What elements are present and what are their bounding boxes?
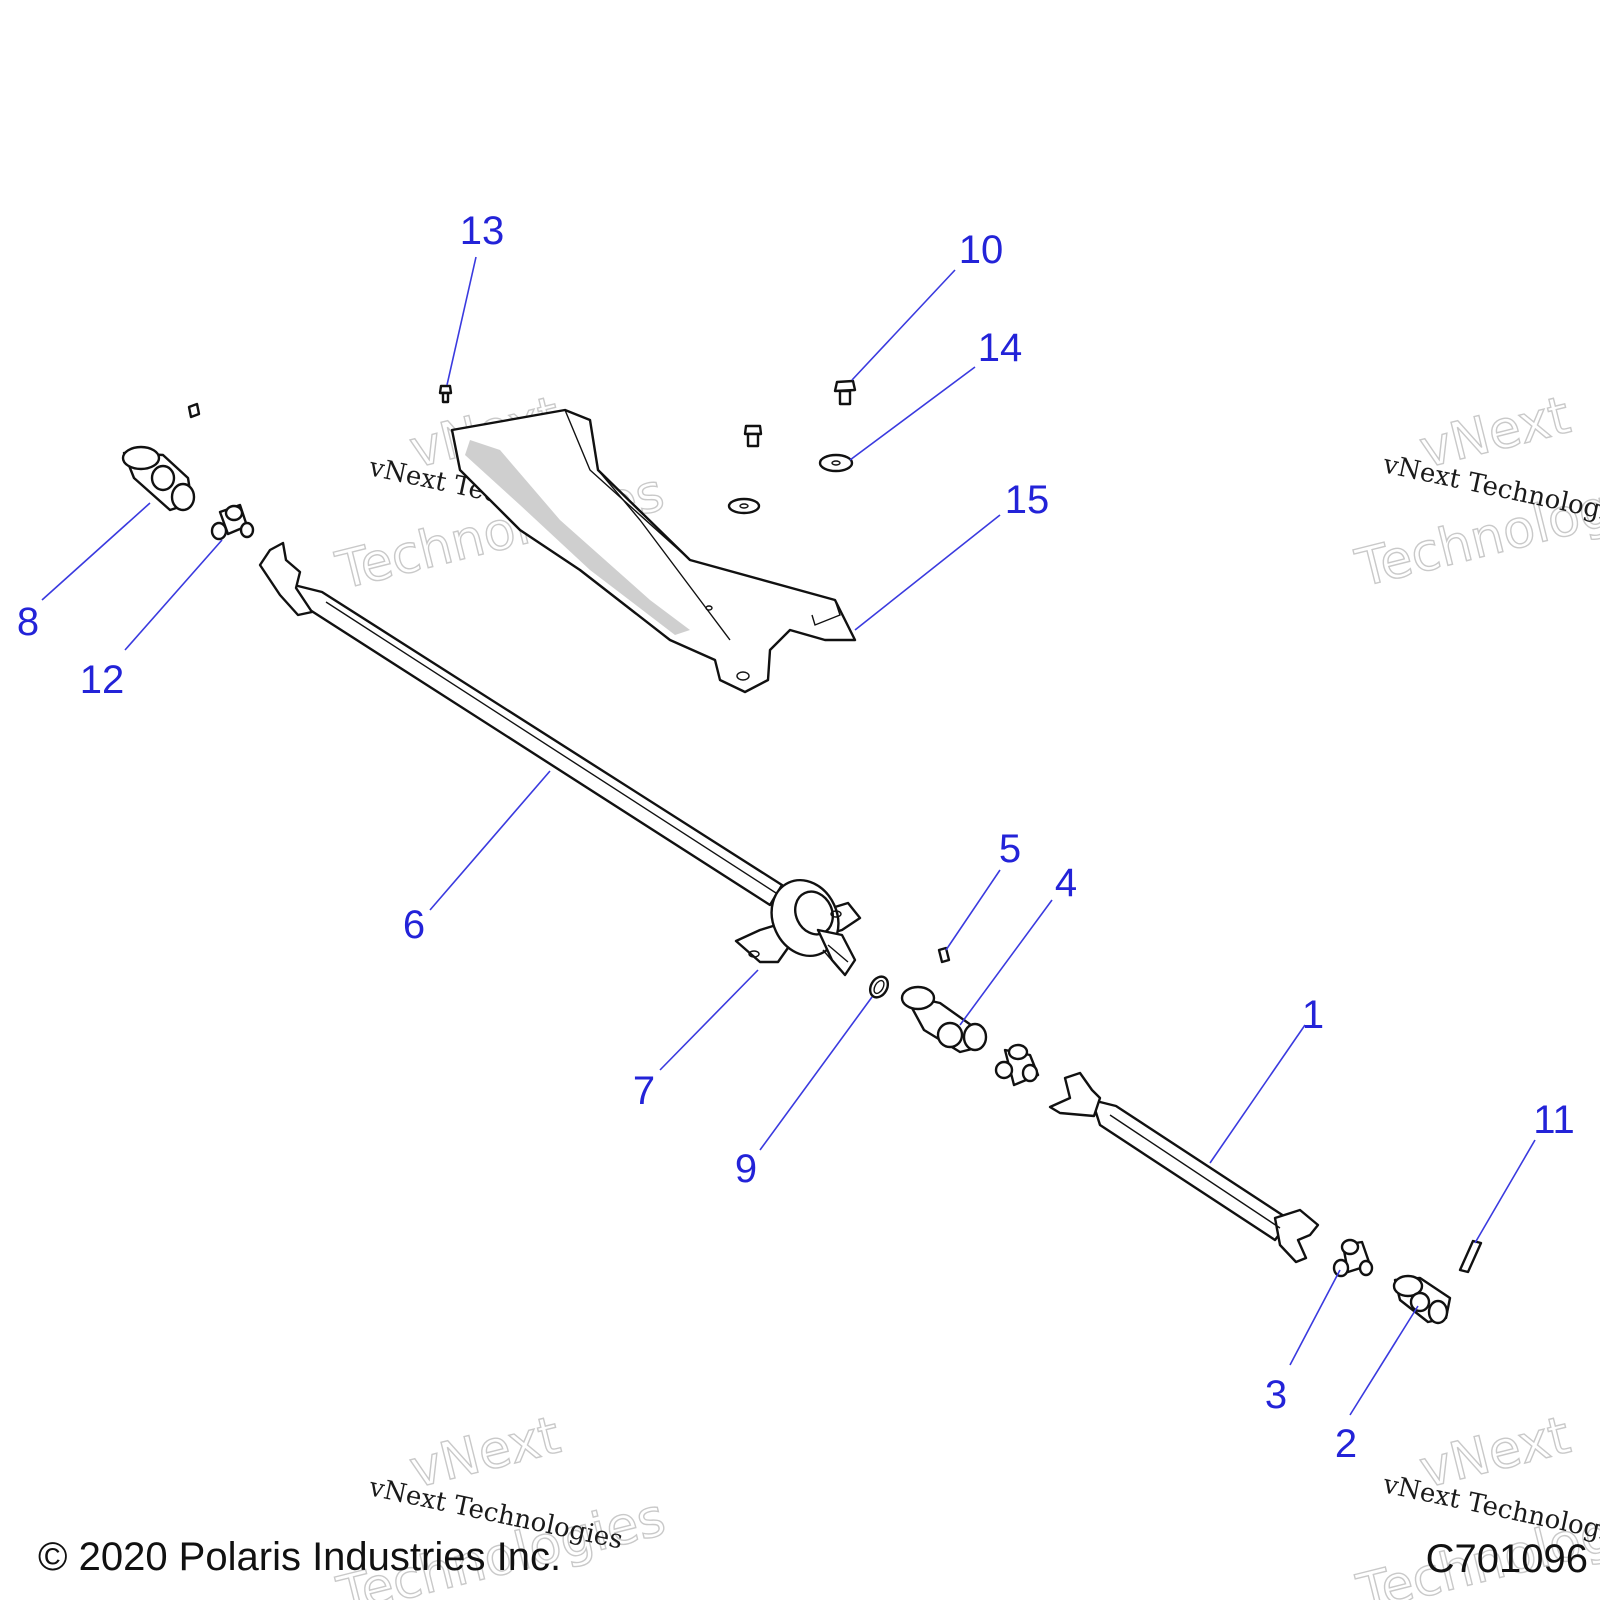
- part-ujoint-12: [210, 503, 255, 541]
- callout-13: 13: [460, 209, 505, 253]
- leader-1: [1209, 1024, 1306, 1164]
- callout-5: 5: [999, 827, 1021, 871]
- callout-labels: 1 2 3 4 5 6 7 8 9 10 11 12 13 14 15: [17, 209, 1575, 1466]
- part-slip-yoke-8: [121, 445, 196, 512]
- leader-13: [446, 256, 477, 386]
- leader-lines: [41, 256, 1536, 1416]
- diagram-code: C701096: [1426, 1537, 1588, 1581]
- callout-6: 6: [403, 903, 425, 947]
- leader-12: [124, 539, 223, 651]
- part-set-screw-top: [187, 402, 201, 419]
- part-bolt-13: [438, 384, 453, 404]
- leader-14: [849, 366, 976, 461]
- callout-7: 7: [633, 1069, 655, 1113]
- leader-5: [945, 869, 1001, 951]
- callout-10: 10: [959, 228, 1004, 272]
- copyright-notice: © 2020 Polaris Industries Inc.: [38, 1535, 561, 1579]
- leader-6: [429, 770, 551, 911]
- part-snap-ring-9: [868, 975, 890, 999]
- callout-12: 12: [80, 658, 125, 702]
- callout-9: 9: [735, 1147, 757, 1191]
- part-driveshaft-1: [1048, 1071, 1320, 1264]
- part-cover-shield: [450, 408, 857, 694]
- part-driveshaft-6: [258, 541, 784, 907]
- callout-2: 2: [1335, 1422, 1357, 1466]
- part-bolt-10: [743, 379, 857, 448]
- leader-11: [1474, 1139, 1536, 1244]
- part-slip-yoke-4: [900, 985, 988, 1054]
- callout-4: 4: [1055, 861, 1077, 905]
- callout-1: 1: [1302, 993, 1324, 1037]
- part-center-bearing-7: [734, 878, 862, 977]
- leader-10: [851, 269, 956, 381]
- leader-4: [959, 899, 1053, 1026]
- callout-15: 15: [1005, 478, 1050, 522]
- callout-14: 14: [978, 326, 1023, 370]
- leader-3: [1289, 1269, 1341, 1366]
- part-washer-14: [727, 453, 854, 515]
- part-ujoint-3: [1332, 1238, 1374, 1278]
- part-yoke-2: [1392, 1274, 1452, 1325]
- callout-3: 3: [1265, 1373, 1287, 1417]
- leader-8: [41, 502, 151, 601]
- leader-2: [1349, 1305, 1419, 1416]
- part-pin-11: [1458, 1239, 1483, 1274]
- callout-11: 11: [1533, 1098, 1575, 1142]
- leader-15: [854, 514, 1001, 631]
- leader-7: [659, 969, 759, 1071]
- part-ujoint-center: [994, 1043, 1040, 1087]
- part-set-screw-5: [937, 946, 951, 964]
- leader-9: [759, 996, 873, 1151]
- callout-8: 8: [17, 600, 39, 644]
